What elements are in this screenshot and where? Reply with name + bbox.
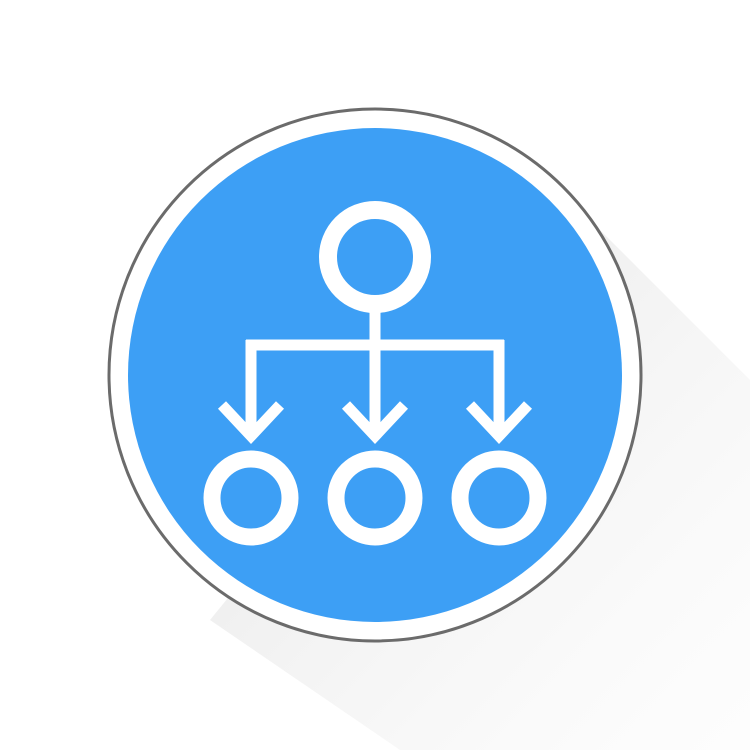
arrow-down-right-icon — [465, 401, 533, 445]
arrow-down-left-icon — [217, 401, 285, 445]
hierarchy-icon — [203, 201, 547, 546]
bottom-node-left-icon — [203, 450, 299, 546]
bottom-node-center-icon — [327, 450, 423, 546]
arrow-down-center-icon — [341, 401, 409, 445]
bottom-node-right-icon — [451, 450, 547, 546]
